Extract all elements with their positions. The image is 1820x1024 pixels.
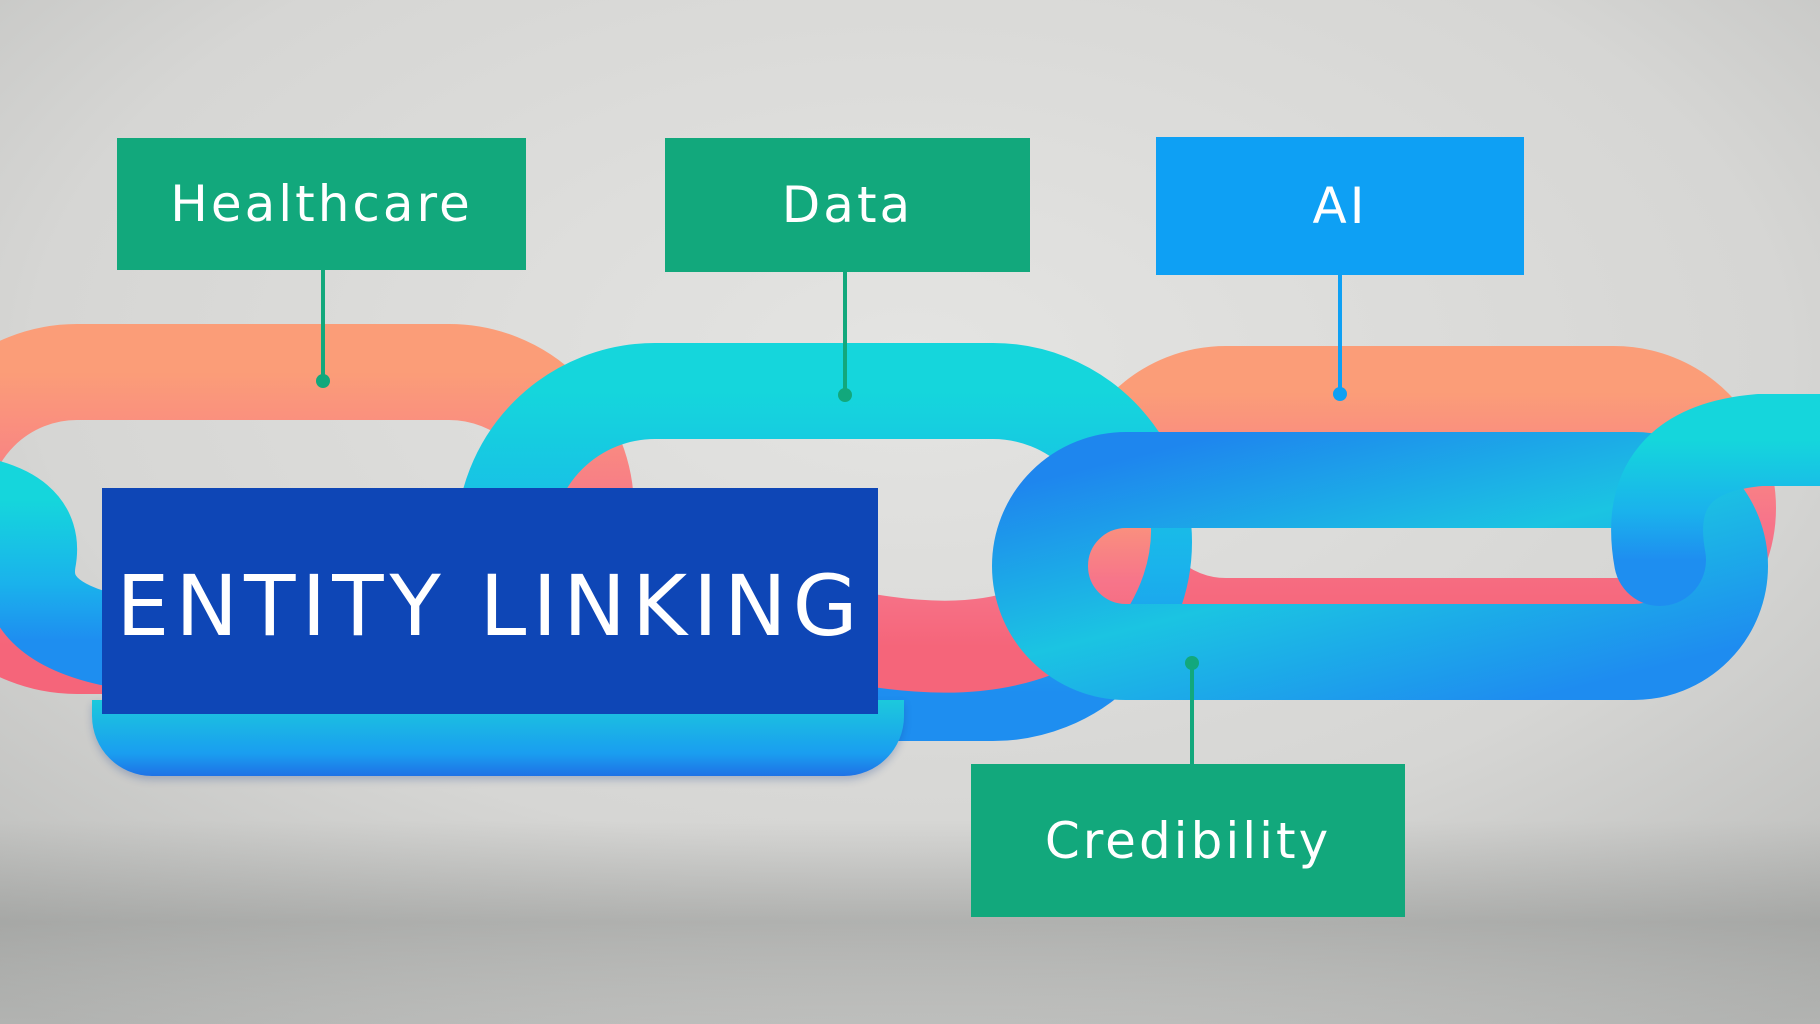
connector-dot-healthcare	[316, 374, 330, 388]
tag-credibility-label: Credibility	[1044, 811, 1332, 870]
tag-ai: AI	[1156, 137, 1524, 275]
chain-link-cyan-far-right	[1611, 394, 1820, 606]
tag-data-label: Data	[781, 176, 914, 234]
tag-data: Data	[665, 138, 1030, 272]
tag-healthcare: Healthcare	[117, 138, 526, 270]
tag-healthcare-label: Healthcare	[170, 175, 473, 233]
title-box: ENTITY LINKING	[102, 488, 878, 714]
tag-credibility: Credibility	[971, 764, 1405, 917]
connector-dot-credibility	[1185, 656, 1199, 670]
connector-dot-ai	[1333, 387, 1347, 401]
connector-dot-data	[838, 388, 852, 402]
chain-link-cyan-edge	[0, 461, 156, 686]
tag-ai-label: AI	[1312, 177, 1368, 235]
page-title: ENTITY LINKING	[116, 557, 864, 655]
chain-link-cyan-right	[992, 432, 1768, 700]
